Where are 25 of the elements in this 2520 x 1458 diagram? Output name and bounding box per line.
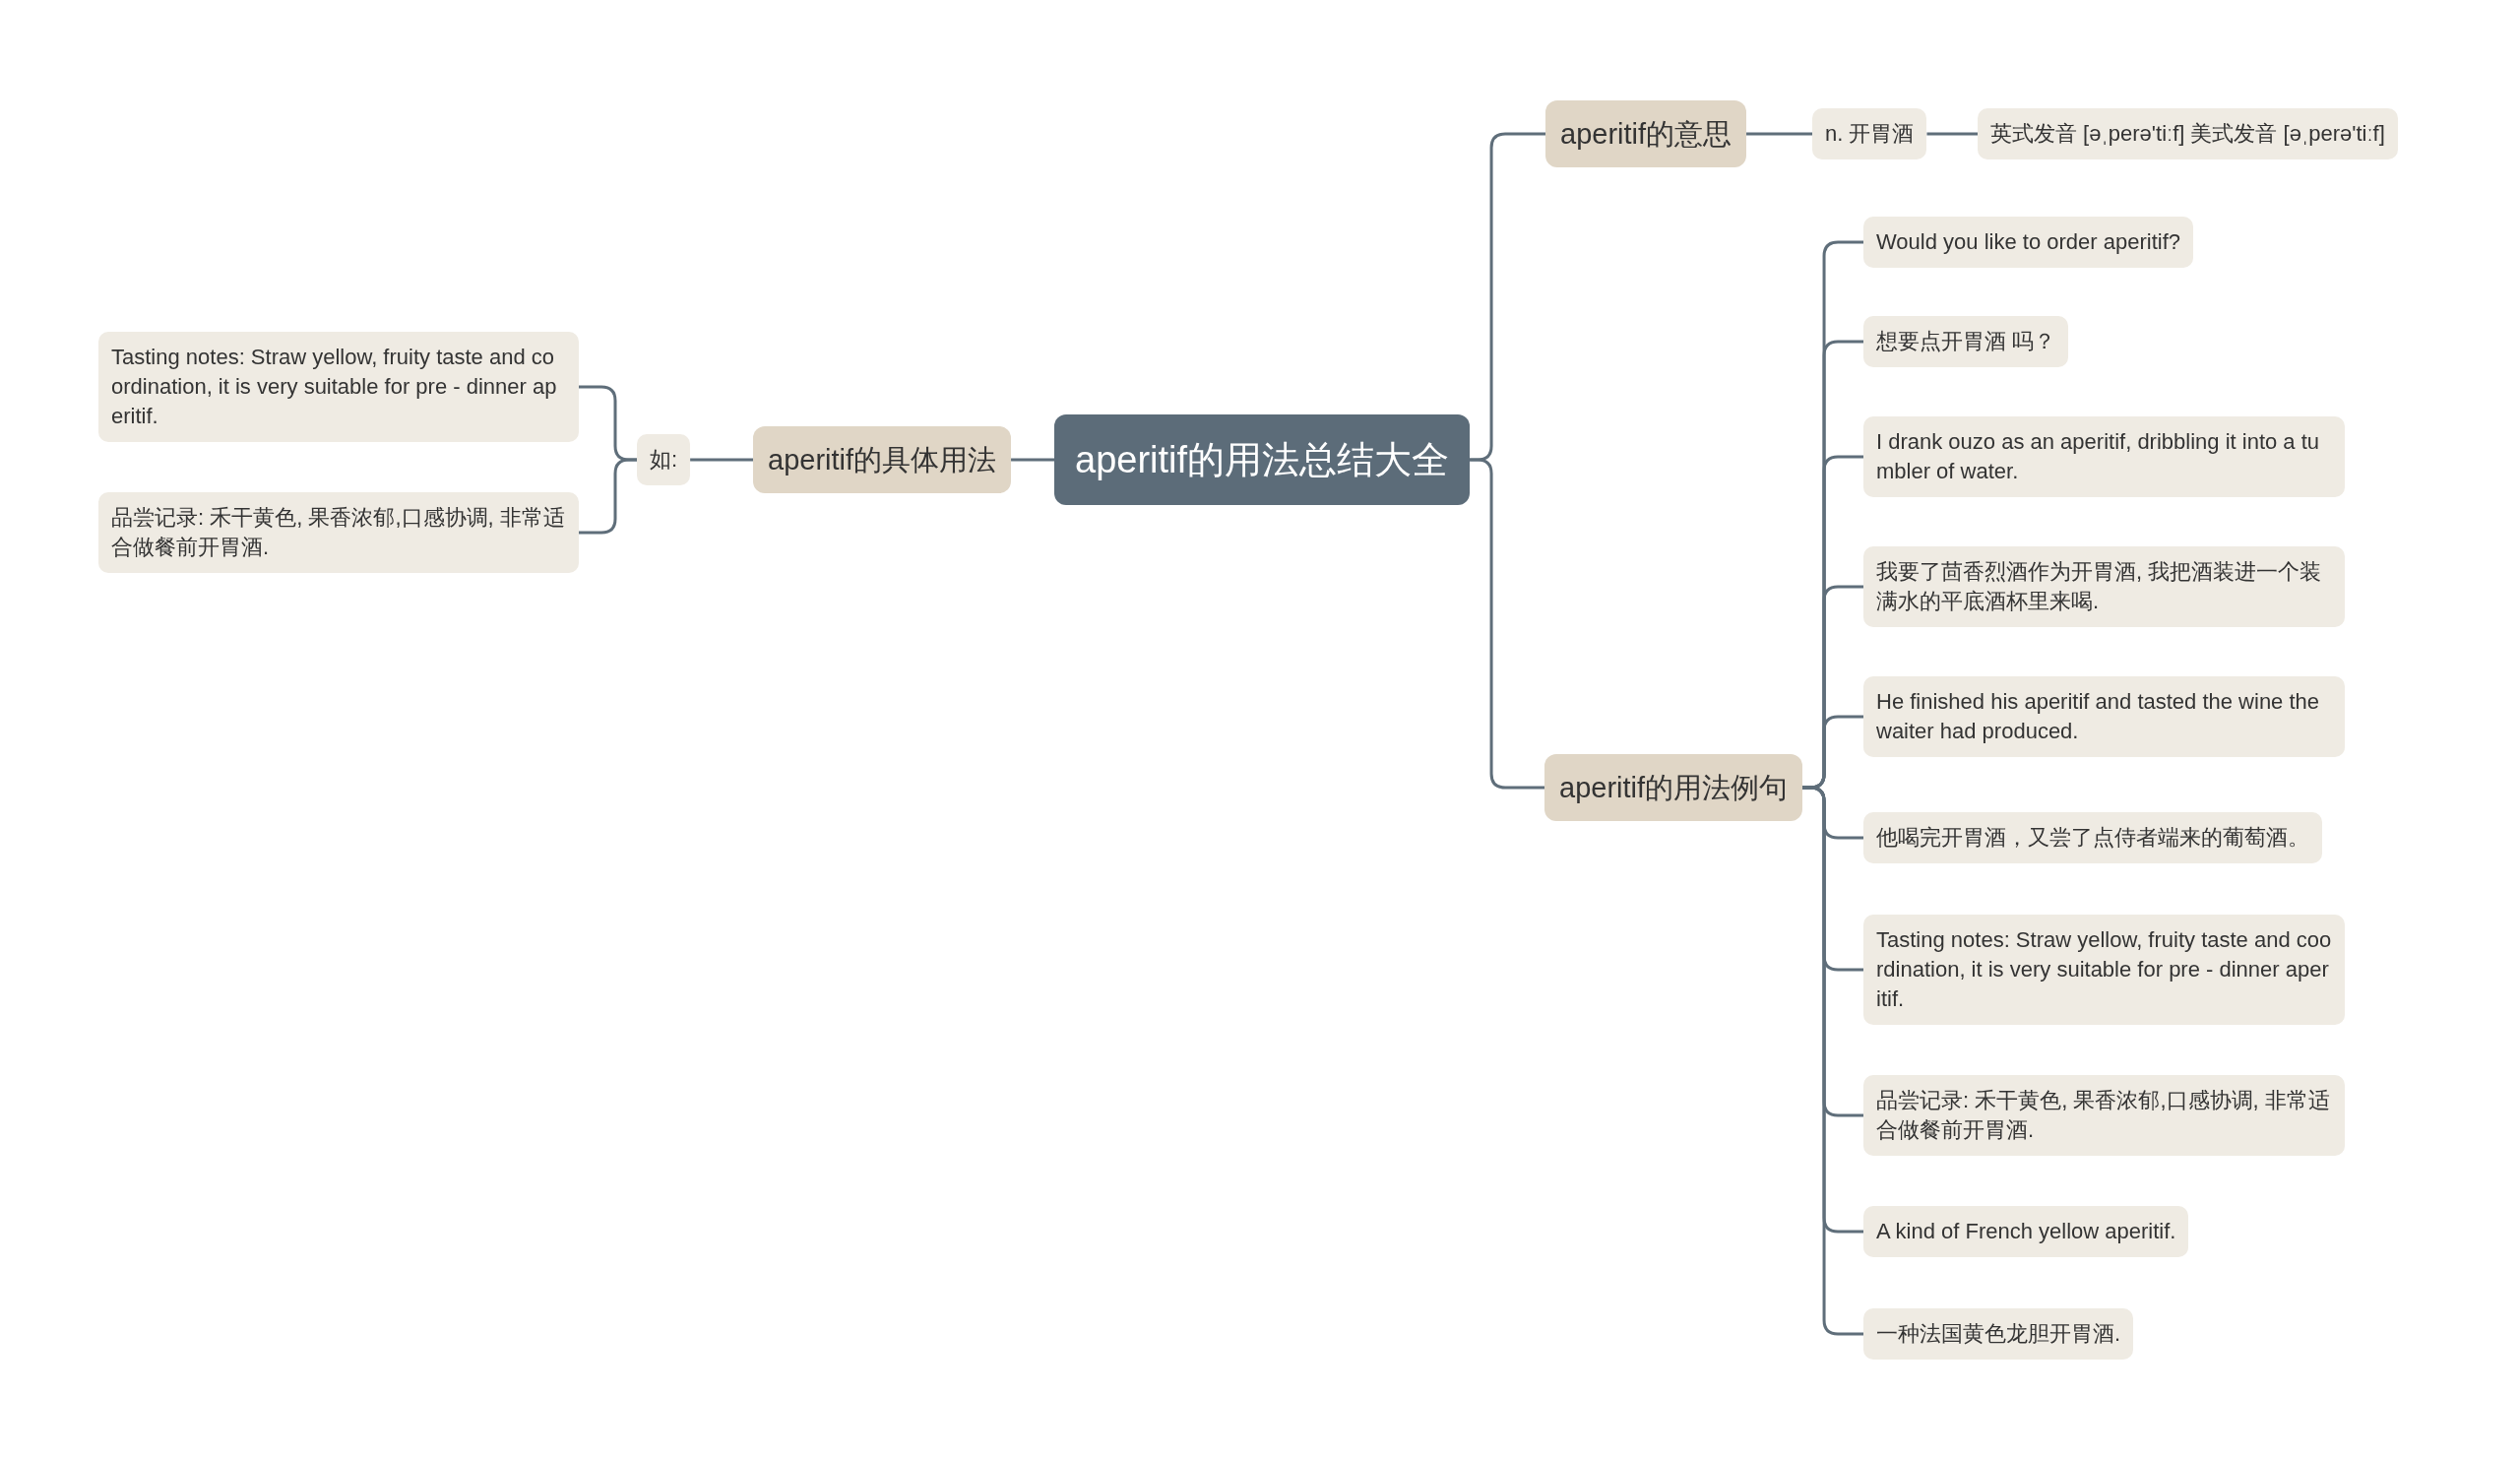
branch-topic-box: aperitif的具体用法 [753, 426, 1012, 493]
subtopic-box: 如: [637, 434, 691, 485]
subtopic-box: 一种法国黄色龙胆开胃酒. [1863, 1308, 2134, 1360]
subtopic-box: Would you like to order aperitif? [1863, 217, 2193, 268]
subtopic-box: He finished his aperitif and tasted the wine the waiter had produced. [1863, 676, 2345, 757]
branch-topic-box: aperitif的意思 [1545, 100, 1747, 167]
subtopic-box: 想要点开胃酒 吗？ [1863, 316, 2069, 367]
subtopic-box: 我要了茴香烈酒作为开胃酒, 我把酒装进一个装满水的平底酒杯里来喝. [1863, 546, 2345, 627]
subtopic-box: 品尝记录: 禾干黄色, 果香浓郁,口感协调, 非常适合做餐前开胃酒. [1863, 1075, 2345, 1156]
branch-topic-box: aperitif的用法例句 [1544, 754, 1803, 821]
connector-line [1926, 132, 1978, 136]
subtopic-box: n. 开胃酒 [1812, 108, 1927, 159]
subtopic-box: A kind of French yellow aperitif. [1863, 1206, 2189, 1257]
subtopic-box: Tasting notes: Straw yellow, fruity taste and coordination, it is very suitable for pre - dinner aperitif. [1863, 915, 2345, 1025]
connector-line [1011, 458, 1054, 462]
connector-line [690, 458, 753, 462]
subtopic-box: Tasting notes: Straw yellow, fruity taste and coordination, it is very suitable for pre - dinner aperitif. [98, 332, 579, 442]
connector-line [579, 458, 637, 535]
root-topic-box: aperitif的用法总结大全 [1054, 414, 1471, 505]
connector-line [1746, 132, 1812, 136]
subtopic-box: 他喝完开胃酒，又尝了点侍者端来的葡萄酒。 [1863, 812, 2322, 863]
subtopic-box: I drank ouzo as an aperitif, dribbling it into a tumbler of water. [1863, 416, 2345, 497]
connector-line [1470, 458, 1544, 790]
subtopic-box: 品尝记录: 禾干黄色, 果香浓郁,口感协调, 非常适合做餐前开胃酒. [98, 492, 579, 573]
subtopic-box: 英式发音 [əˌperə'tiːf] 美式发音 [əˌperə'tiːf] [1978, 108, 2398, 159]
